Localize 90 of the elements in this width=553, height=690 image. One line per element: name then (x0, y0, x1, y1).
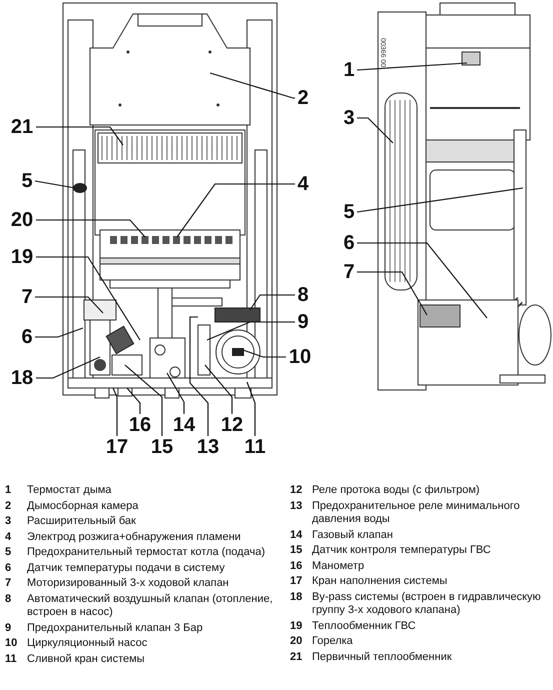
callout-number: 7 (19, 286, 35, 308)
leader-line (36, 356, 100, 379)
part-description: Реле протока воды (с фильтром) (312, 484, 481, 498)
leader-line (166, 372, 185, 414)
leader-line (36, 126, 124, 146)
callout-number: 6 (5, 562, 12, 575)
callout-number: 11 (241, 436, 269, 458)
leader-line (34, 180, 76, 189)
callout-number: 1 (341, 59, 357, 81)
leader-line (357, 242, 488, 318)
callout-number: 20 (290, 635, 304, 648)
part-description: Дымосборная камера (27, 500, 140, 513)
leader-line (35, 327, 84, 338)
callout-number: 7 (5, 577, 12, 590)
callout-number: 4 (295, 173, 311, 195)
callout-number: 15 (148, 436, 176, 458)
callout-number: 21 (8, 116, 36, 138)
part-description: Газовый клапан (312, 528, 394, 542)
callout-number: 19 (290, 620, 304, 633)
part-description: Первичный теплообменник (312, 650, 453, 664)
callout-number: 5 (19, 170, 35, 192)
leader-line (204, 364, 233, 414)
callout-number: 1 (5, 484, 12, 498)
callout-number: 3 (341, 107, 357, 129)
part-description: By-pass системы (встроен в гидравлическую группу 3-х ходового клапана) (312, 590, 542, 618)
callout-number: 9 (295, 311, 311, 333)
callout-number: 14 (170, 414, 198, 436)
leader-line (356, 187, 524, 213)
callout-number: 17 (290, 575, 304, 588)
callout-number: 6 (19, 326, 35, 348)
part-description: Сливной кран системы (27, 652, 146, 666)
callout-number: 8 (5, 592, 12, 606)
callout-number: 15 (290, 544, 304, 558)
part-description: Моторизированный 3-х ходовой клапан (27, 577, 230, 590)
callout-number: 3 (5, 515, 12, 528)
leader-line (176, 183, 295, 238)
callout-number: 2 (295, 87, 311, 109)
callout-number: 19 (8, 246, 36, 268)
callout-number: 8 (295, 284, 311, 306)
leader-line (112, 388, 118, 436)
part-description: Теплообменник ГВС (312, 620, 417, 633)
leader-line (36, 256, 140, 340)
part-description: Расширительный бак (27, 515, 137, 528)
part-description: Кран наполнения системы (312, 575, 448, 588)
part-description: Электрод розжига+обнаружения пламени (27, 530, 242, 544)
part-description: Автоматический воздушный клапан (отопление, встроен в насос) (27, 592, 274, 620)
callout-number: 13 (290, 500, 304, 513)
callout-number: 21 (290, 650, 304, 664)
part-description: Термостат дыма (27, 484, 112, 498)
leader-line (189, 316, 209, 436)
callout-number: 5 (5, 546, 12, 560)
callout-number: 18 (8, 367, 36, 389)
part-description: Датчик контроля температуры ГВС (312, 544, 492, 558)
leader-line (36, 219, 146, 238)
callout-number: 20 (8, 209, 36, 231)
part-description: Предохранительный термостат котла (подача) (27, 546, 266, 560)
part-description: Предохранительное реле минимального давления воды (312, 500, 521, 526)
leader-line (242, 349, 286, 358)
callout-number: 2 (5, 500, 12, 513)
callout-number: 13 (194, 436, 222, 458)
leader-line (356, 62, 468, 71)
callout-number: 7 (341, 261, 357, 283)
callout-number: 16 (126, 414, 154, 436)
leader-line (210, 72, 295, 99)
callout-number: 17 (103, 436, 131, 458)
callout-number: 10 (5, 637, 18, 650)
leader-line (206, 321, 295, 340)
callout-number: 12 (218, 414, 246, 436)
part-description: Предохранительный клапан 3 Бар (27, 622, 204, 635)
leader-line (35, 296, 104, 314)
part-description: Циркуляционный насос (27, 637, 148, 650)
callout-number: 12 (290, 484, 304, 498)
leader-line (126, 388, 141, 414)
leader-line (357, 271, 428, 316)
callout-number: 16 (290, 560, 304, 573)
callout-number: 4 (5, 530, 12, 544)
part-description: Манометр (312, 560, 366, 573)
leader-line (124, 364, 163, 436)
part-description: Датчик температуры подачи в систему (27, 562, 226, 575)
callout-number: 18 (290, 590, 304, 604)
callout-number: 14 (290, 528, 304, 542)
callout-number: 9 (5, 622, 12, 635)
callout-number: 5 (341, 201, 357, 223)
callout-number: 11 (5, 652, 18, 666)
leader-line (250, 294, 295, 310)
callout-number: 6 (341, 232, 357, 254)
part-description: Горелка (312, 635, 354, 648)
leader-line (357, 117, 394, 144)
callout-number: 10 (286, 346, 314, 368)
leader-line (246, 382, 256, 436)
